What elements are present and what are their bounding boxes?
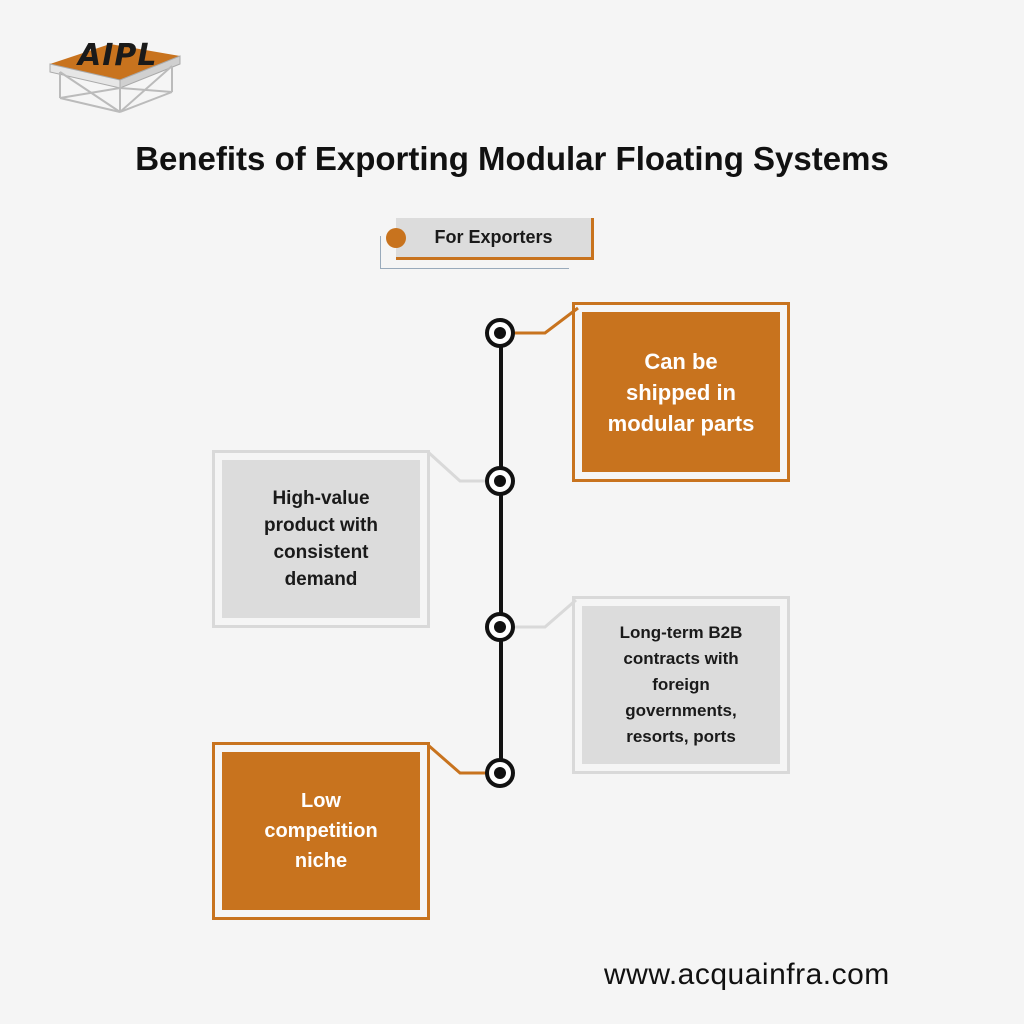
benefit-text-2: High-value product with consistent deman… xyxy=(264,488,378,590)
benefit-text-3: Long-term B2B contracts with foreign gov… xyxy=(619,623,743,746)
benefit-card-1: Can be shipped in modular parts xyxy=(582,312,780,472)
benefit-card-2: High-value product with consistent deman… xyxy=(222,460,420,618)
timeline-node-4 xyxy=(485,758,515,788)
benefit-card-frame-3 xyxy=(572,596,790,774)
benefit-card-frame-2 xyxy=(212,450,430,628)
benefit-text-4: Low competition niche xyxy=(264,790,378,872)
timeline-node-1 xyxy=(485,318,515,348)
timeline-node-2 xyxy=(485,466,515,496)
timeline-node-3 xyxy=(485,612,515,642)
timeline-spine xyxy=(499,332,503,774)
tag-dot-icon xyxy=(386,228,406,248)
website-url[interactable]: www.acquainfra.com xyxy=(604,958,890,991)
tag-outline xyxy=(380,236,569,269)
tag-label: For Exporters xyxy=(434,227,553,247)
benefit-text-1: Can be shipped in modular parts xyxy=(607,348,755,436)
page-title: Benefits of Exporting Modular Floating S… xyxy=(135,140,889,177)
benefit-card-frame-4 xyxy=(212,742,430,920)
platform-icon xyxy=(49,44,181,113)
aipl-logo: AIPL xyxy=(40,36,190,116)
logo-text: AIPL xyxy=(78,38,158,73)
benefit-card-4: Low competition niche xyxy=(222,752,420,910)
benefit-card-3: Long-term B2B contracts with foreign gov… xyxy=(582,606,780,764)
for-exporters-tag: For Exporters xyxy=(396,218,594,260)
benefit-card-frame-1 xyxy=(572,302,790,482)
